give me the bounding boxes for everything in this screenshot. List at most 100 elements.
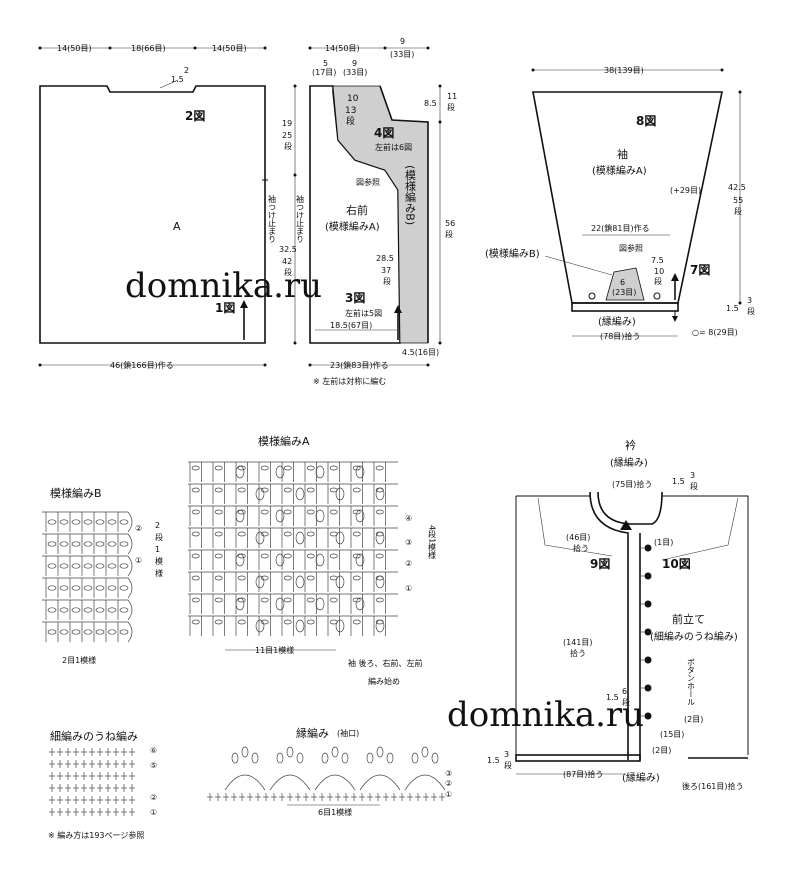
edging-title: 縁編み: [296, 726, 329, 740]
front-rows-13: 13: [345, 106, 356, 116]
front-top-small2: 9: [352, 59, 357, 68]
pattern-a-chain: [283, 553, 292, 559]
front-top-right: 9: [400, 37, 405, 46]
watermark-bottom: domnika.ru: [447, 695, 644, 735]
pattern-a-chain: [237, 575, 246, 581]
edging-picot: [276, 752, 284, 764]
edging-picot: [421, 746, 429, 758]
front-title: 右前: [346, 203, 368, 217]
sleeve-chain: 22(鎖81目)作る: [591, 223, 650, 233]
pattern-a-chain: [260, 531, 269, 537]
pattern-a-cluster: [375, 487, 385, 501]
pattern-a-cluster: [375, 575, 385, 589]
pattern-b-turn: [127, 599, 133, 621]
pattern-a-cluster: [255, 531, 265, 545]
front-left-h1: 19: [282, 119, 292, 128]
front-note: ※ 左前は対称に編む: [313, 376, 386, 386]
buttonhole-dot: [644, 684, 652, 692]
pattern-a-chain: [352, 531, 361, 537]
pattern-a-chain: [352, 465, 361, 471]
sleeve-increase: (+29目): [670, 186, 701, 195]
pattern-b-chain: [107, 541, 117, 547]
collar-h15: 1.5: [606, 693, 619, 702]
front-mid-285: 28.5: [376, 254, 394, 263]
collar-sub: (縁編み): [610, 456, 648, 469]
pattern-a-cluster: [315, 465, 325, 479]
pattern-b-chain: [71, 563, 81, 569]
front-bottom-right: 4.5(16目): [402, 348, 439, 357]
sleeve-edge-label: (縁編み): [598, 315, 636, 328]
collar-band-sub: (細編みのうね編み): [650, 630, 738, 643]
pattern-b-chain: [107, 585, 117, 591]
pattern-a-chain: [329, 509, 338, 515]
pattern-a-title: 模様編みA: [258, 434, 310, 448]
pattern-b-note-5: 様: [155, 568, 163, 578]
pattern-a-cluster: [275, 553, 285, 567]
pattern-b-chain: [47, 629, 57, 635]
sleeve-edge-unit: 段: [747, 306, 755, 316]
collar-unit: 段: [690, 481, 698, 491]
sleeve-band-b: (模様編みB): [485, 247, 540, 260]
rib-row-6: ⑥: [150, 746, 157, 755]
pattern-a-cluster: [235, 597, 245, 611]
collar-h-unit: 段: [622, 697, 630, 707]
sleeve-v10: 10: [654, 267, 664, 276]
buttonhole-dot: [644, 712, 652, 720]
sleeve-edge-15: 1.5: [726, 304, 739, 313]
rib-row-2: ②: [150, 793, 157, 802]
front-pattern: (模様編みA): [325, 220, 380, 233]
collar-pick-75: (75目)拾う: [612, 479, 652, 489]
edging-row-1: ①: [445, 790, 452, 799]
sleeve-fig-8: 8図: [636, 114, 656, 128]
front-rows-unit: 段: [346, 115, 355, 127]
collar-e3: 3: [504, 750, 509, 759]
edging-arch: [359, 774, 401, 791]
front-mid-37: 37: [381, 266, 391, 275]
pattern-a-chain: [283, 487, 292, 493]
pattern-b-note-4: 模: [155, 556, 163, 566]
collar-p2: (2目): [652, 746, 671, 755]
pattern-b-chain: [71, 629, 81, 635]
pattern-a-cluster: [315, 509, 325, 523]
pattern-a-chain: [214, 575, 223, 581]
sleeve-bottom-dim: (78目)拾う: [600, 331, 640, 341]
pattern-b-chain: [95, 607, 105, 613]
pattern-a-chain: [283, 509, 292, 515]
front-right-56: 56: [445, 219, 455, 228]
collar-e-unit: 段: [504, 760, 512, 770]
front-left-h2c: 段: [284, 267, 292, 277]
pattern-a-chain: [260, 553, 269, 559]
pattern-a-chain: [191, 487, 200, 493]
pattern-b-chain: [59, 541, 69, 547]
sleeve-v75: 7.5: [651, 256, 664, 265]
pattern-a-start: 編み始め: [368, 676, 400, 686]
pattern-a-chain: [329, 465, 338, 471]
front-right-11: 11: [447, 92, 457, 101]
collar-buttonhole-2: (2目): [684, 715, 703, 724]
edging-chart: 縁編み (袖口) ③ ② ① 6目1模様: [207, 726, 452, 817]
collar-assembly: 衿 (縁編み) (75目)拾う 1.5 3 段 (46目) 拾う (1目) 9図…: [487, 438, 749, 791]
pattern-a-chain: [306, 597, 315, 603]
front-top-small2b: (33目): [343, 68, 367, 77]
collar-edge: (縁編み): [622, 771, 660, 784]
front-ref-note: 図参照: [356, 177, 380, 187]
pattern-a-row-2: ②: [405, 559, 412, 568]
pattern-b-chain: [59, 585, 69, 591]
pattern-a-cluster: [255, 487, 265, 501]
pattern-a-chain: [352, 575, 361, 581]
pattern-a-cluster: [295, 487, 305, 501]
sleeve-title: 袖: [617, 147, 628, 161]
pattern-a-chain: [237, 597, 246, 603]
pattern-a-chain: [306, 575, 315, 581]
pattern-a-chain: [375, 597, 384, 603]
pattern-a-chain: [214, 619, 223, 625]
pattern-b-turn: [127, 511, 133, 533]
pattern-a-chain: [306, 465, 315, 471]
pattern-a-chain: [237, 531, 246, 537]
pattern-a-cluster: [235, 509, 245, 523]
front-armhole-mark: 袖つけ止まり: [296, 194, 305, 243]
sleeve-piece: 38(139目) 8図 袖 (模様編みA) (+29目) 42.5 55 段 2…: [485, 66, 755, 341]
back-piece: 14(50目) 18(66目) 14(50目) 1.5 2 2図 A 袖つけ止ま…: [38, 44, 277, 370]
front-fig-4: 4図: [374, 126, 394, 140]
front-top-small1b: (17目): [312, 68, 336, 77]
